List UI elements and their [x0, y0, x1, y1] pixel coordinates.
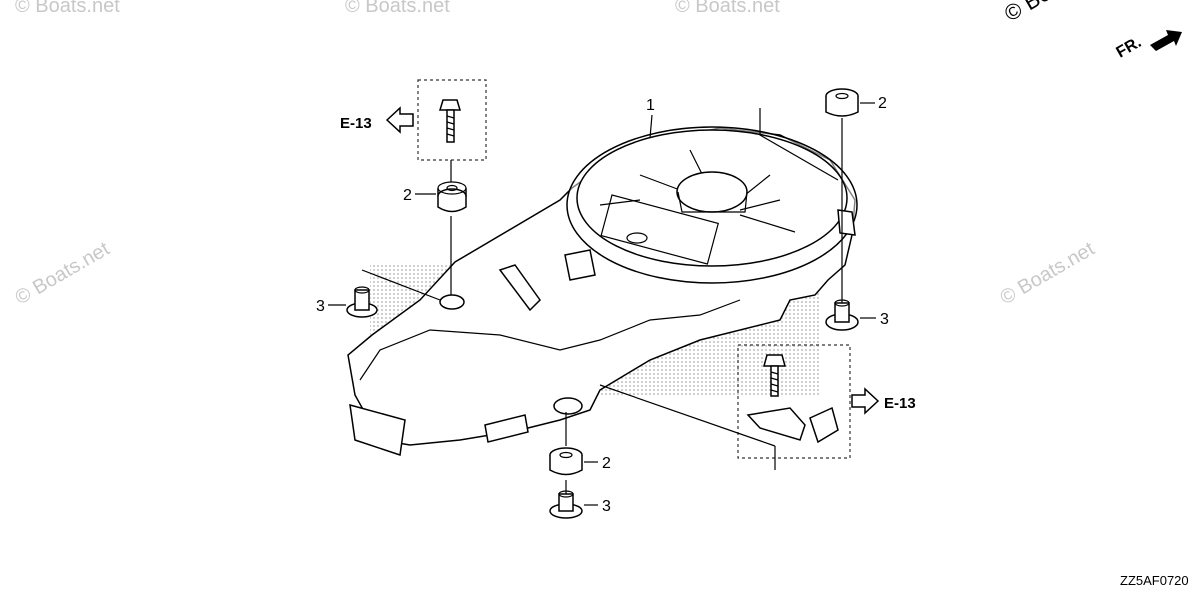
leader-line-part-1 [649, 114, 653, 139]
watermark-top-center-left: © Boats.net [345, 0, 450, 17]
reference-e13-left: E-13 [340, 115, 372, 132]
callout-part-2-top-right: 2 [878, 95, 887, 112]
collar-part-3-right [825, 299, 859, 331]
watermark-top-left: © Boats.net [15, 0, 120, 17]
bolt-right [763, 354, 786, 397]
callout-part-3-left: 3 [316, 298, 325, 315]
watermark-right: © Boats.net [997, 238, 1099, 310]
callout-part-2-bottom: 2 [602, 455, 611, 472]
grommet-part-2-top-right [825, 88, 859, 117]
arrow-right-reference-icon [851, 387, 880, 415]
callout-part-3-right: 3 [880, 311, 889, 328]
arrow-right-icon [1150, 30, 1182, 51]
callout-part-2-upper-left: 2 [403, 187, 412, 204]
grommet-part-2-upper-left [437, 181, 467, 213]
watermark-top-right: © Boats.net [1000, 0, 1112, 26]
belt-cover-part-1 [347, 126, 858, 456]
leader-line-clamp-right [599, 384, 776, 470]
grommet-part-2-bottom [549, 447, 583, 476]
svg-text:FR.: FR. [1114, 34, 1145, 62]
leader-line-bracket-top-right [759, 108, 839, 181]
grommet-on-cover-left [439, 294, 465, 310]
collar-part-3-left [346, 286, 378, 318]
watermark-top-center-right: © Boats.net [675, 0, 780, 17]
front-indicator: FR. [1114, 30, 1182, 62]
grommet-on-cover-right [837, 209, 856, 236]
grommet-on-cover-bottom [553, 397, 583, 415]
collar-part-3-bottom [549, 490, 583, 519]
watermark-left: © Boats.net [12, 238, 114, 310]
bolt-group-box-left [417, 79, 487, 161]
bolt-left [438, 99, 462, 143]
arrow-left-icon [385, 106, 414, 134]
leader-line-collar-left-to-cover [361, 269, 441, 301]
diagram-code: ZZ5AF0720 [1120, 573, 1189, 588]
reference-e13-right: E-13 [884, 395, 916, 412]
callout-part-1: 1 [646, 97, 655, 114]
callout-part-3-bottom: 3 [602, 498, 611, 515]
bolt-group-box-right [737, 344, 851, 459]
clamp-right [746, 406, 839, 444]
